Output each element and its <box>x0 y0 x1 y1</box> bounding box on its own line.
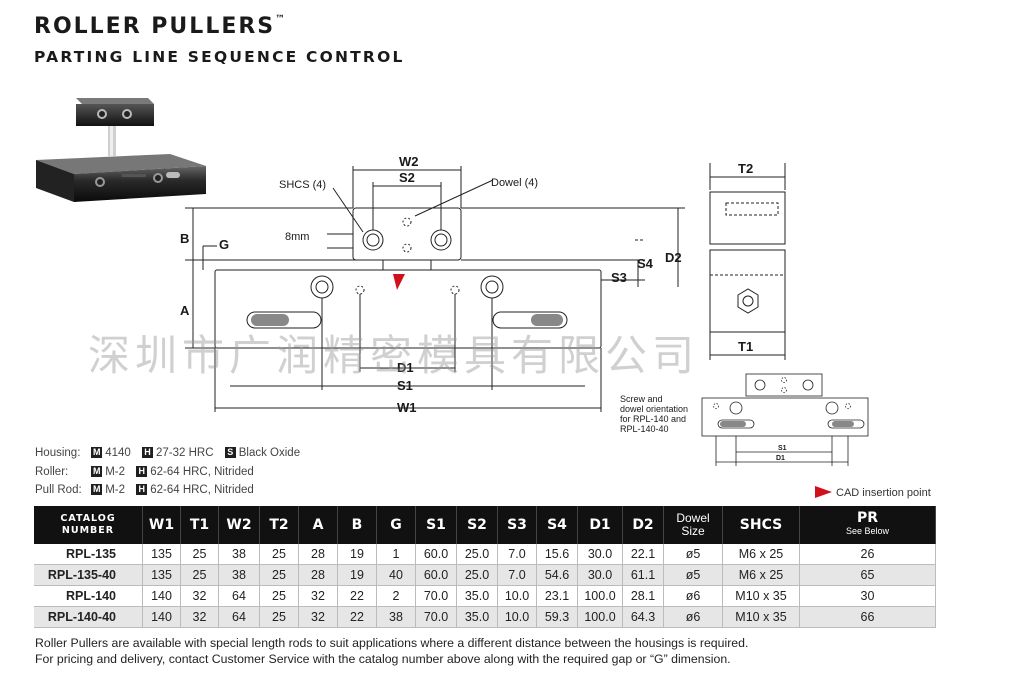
label-w2: W2 <box>399 154 419 169</box>
label-b: B <box>180 231 189 246</box>
header-w2: W2 <box>218 506 260 544</box>
side-view-drawing: T2 T1 <box>709 161 786 360</box>
header-b: B <box>337 506 377 544</box>
orientation-note-line-1: Screw and <box>620 394 663 404</box>
orientation-note-line-2: dowel orientation <box>620 404 688 414</box>
header-t1: T1 <box>180 506 219 544</box>
footnote-special-length: Roller Pullers are available with specia… <box>35 636 749 650</box>
table-row: RPL-140 140 32 64 25 32 22 2 70.0 35.0 1… <box>34 585 936 607</box>
trademark: ™ <box>275 14 286 25</box>
orientation-note-line-3: for RPL-140 and <box>620 414 686 424</box>
header-g: G <box>376 506 416 544</box>
header-shcs: SHCS <box>722 506 800 544</box>
cad-insertion-marker <box>393 274 405 290</box>
header-s1: S1 <box>415 506 457 544</box>
label-g: G <box>219 237 229 252</box>
label-small-d1: D1 <box>776 455 785 462</box>
header-w1: W1 <box>142 506 181 544</box>
header-s3: S3 <box>497 506 537 544</box>
label-t2: T2 <box>738 161 753 176</box>
page-subtitle: PARTING LINE SEQUENCE CONTROL <box>34 48 405 66</box>
label-d1: D1 <box>397 360 414 375</box>
label-8mm: 8mm <box>285 231 309 243</box>
watermark: 深圳市广润精密模具有限公司 <box>88 331 700 380</box>
header-s2: S2 <box>456 506 498 544</box>
label-dowel: Dowel (4) <box>491 177 538 189</box>
cad-insertion-legend: CAD insertion point <box>815 486 931 499</box>
page-title: ROLLER PULLERS™ <box>34 14 286 39</box>
header-d2: D2 <box>622 506 664 544</box>
header-d1: D1 <box>577 506 623 544</box>
red-triangle-icon <box>815 486 832 498</box>
label-s2: S2 <box>399 170 415 185</box>
orientation-note-line-4: RPL-140-40 <box>620 424 669 434</box>
label-small-s1: S1 <box>778 445 787 452</box>
front-view-drawing: SHCS (4) Dowel (4) W2 S2 B G 8mm A S4 D2… <box>180 154 685 415</box>
label-s3: S3 <box>611 270 627 285</box>
header-a: A <box>298 506 338 544</box>
table-row: RPL-140-40 140 32 64 25 32 22 38 70.0 35… <box>34 606 936 628</box>
orientation-view-drawing: Screw and dowel orientation for RPL-140 … <box>620 373 869 466</box>
header-t2: T2 <box>259 506 299 544</box>
header-s4: S4 <box>536 506 578 544</box>
label-d2: D2 <box>665 250 682 265</box>
label-w1: W1 <box>397 400 417 415</box>
product-photo <box>36 98 206 202</box>
footnote-pricing: For pricing and delivery, contact Custom… <box>35 652 731 666</box>
label-s1: S1 <box>397 378 413 393</box>
label-s4: S4 <box>637 256 654 271</box>
table-row: RPL-135-40 135 25 38 25 28 19 40 60.0 25… <box>34 564 936 586</box>
label-shcs: SHCS (4) <box>279 179 326 191</box>
table-row: RPL-135 135 25 38 25 28 19 1 60.0 25.0 7… <box>34 544 936 565</box>
label-t1: T1 <box>738 339 753 354</box>
label-a: A <box>180 303 190 318</box>
